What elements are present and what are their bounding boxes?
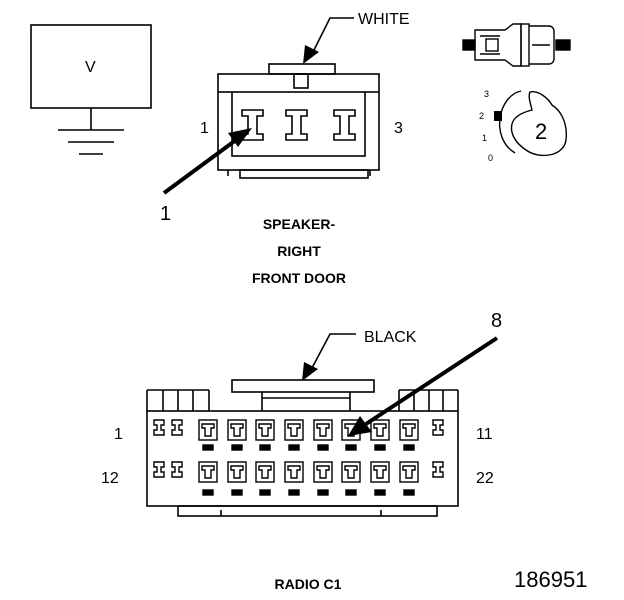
radio-cavity <box>370 461 390 483</box>
radio-cavity <box>341 461 361 483</box>
position-number-2: 2 <box>479 111 484 121</box>
callout-1-arrow-shaft <box>162 138 238 195</box>
speaker-terminals <box>241 109 356 141</box>
position-view <box>498 90 568 157</box>
callout-8-arrowhead <box>348 416 372 436</box>
voltmeter-label: V <box>85 59 96 76</box>
radio-terminal <box>153 419 165 436</box>
speaker-pin-1-label: 1 <box>200 120 209 137</box>
speaker-terminal-1 <box>241 109 264 141</box>
radio-terminal-row-top <box>153 419 444 451</box>
radio-terminals <box>153 419 444 496</box>
radio-terminal <box>171 419 183 436</box>
speaker-color-label: WHITE <box>358 11 410 28</box>
radio-cavity <box>313 419 333 441</box>
callout-1-arrowhead <box>228 128 252 147</box>
position-number-1: 1 <box>482 133 487 143</box>
radio-cavity <box>399 461 419 483</box>
radio-terminal <box>153 461 165 478</box>
radio-cavity <box>227 419 247 441</box>
position-marker <box>494 111 502 121</box>
speaker-callout-1: 1 <box>160 203 171 225</box>
radio-cavity <box>255 461 275 483</box>
radio-pin-12-label: 12 <box>101 470 119 487</box>
radio-terminal <box>432 461 444 478</box>
connector-side-view <box>462 23 571 67</box>
position-number-0: 0 <box>488 153 493 163</box>
white-color-leader <box>312 17 354 53</box>
radio-pin-11-label: 11 <box>476 426 493 443</box>
radio-terminal <box>432 419 444 436</box>
radio-color-label: BLACK <box>364 329 417 346</box>
connector-view-callout-2: 2 <box>535 119 547 144</box>
radio-cavity <box>227 461 247 483</box>
radio-cavity <box>198 461 218 483</box>
callout-8-arrow-shaft <box>364 336 499 426</box>
radio-callout-8: 8 <box>491 310 502 332</box>
radio-cavity <box>399 419 419 441</box>
speaker-pin-3-label: 3 <box>394 120 403 137</box>
radio-cavity <box>284 419 304 441</box>
speaker-connector <box>217 63 380 179</box>
black-leader-arrowhead <box>302 362 318 381</box>
radio-pin-1-label: 1 <box>114 426 123 443</box>
radio-cavity <box>284 461 304 483</box>
radio-terminal <box>171 461 183 478</box>
radio-cavity <box>370 419 390 441</box>
speaker-title-line-3: FRONT DOOR <box>252 270 346 286</box>
white-leader-arrowhead <box>303 45 319 64</box>
radio-pin-22-label: 22 <box>476 470 494 487</box>
speaker-terminal-2 <box>285 109 308 141</box>
speaker-title-line-1: SPEAKER- <box>263 216 336 232</box>
radio-cavity <box>198 419 218 441</box>
radio-terminal-row-bottom <box>153 461 444 496</box>
radio-connector-title: RADIO C1 <box>275 576 342 592</box>
black-color-leader <box>311 333 356 369</box>
speaker-title-line-2: RIGHT <box>277 243 321 259</box>
position-number-3: 3 <box>484 89 489 99</box>
voltmeter-symbol <box>30 24 152 155</box>
figure-id: 186951 <box>514 567 587 592</box>
speaker-terminal-3 <box>333 109 356 141</box>
radio-cavity <box>313 461 333 483</box>
radio-cavity <box>255 419 275 441</box>
